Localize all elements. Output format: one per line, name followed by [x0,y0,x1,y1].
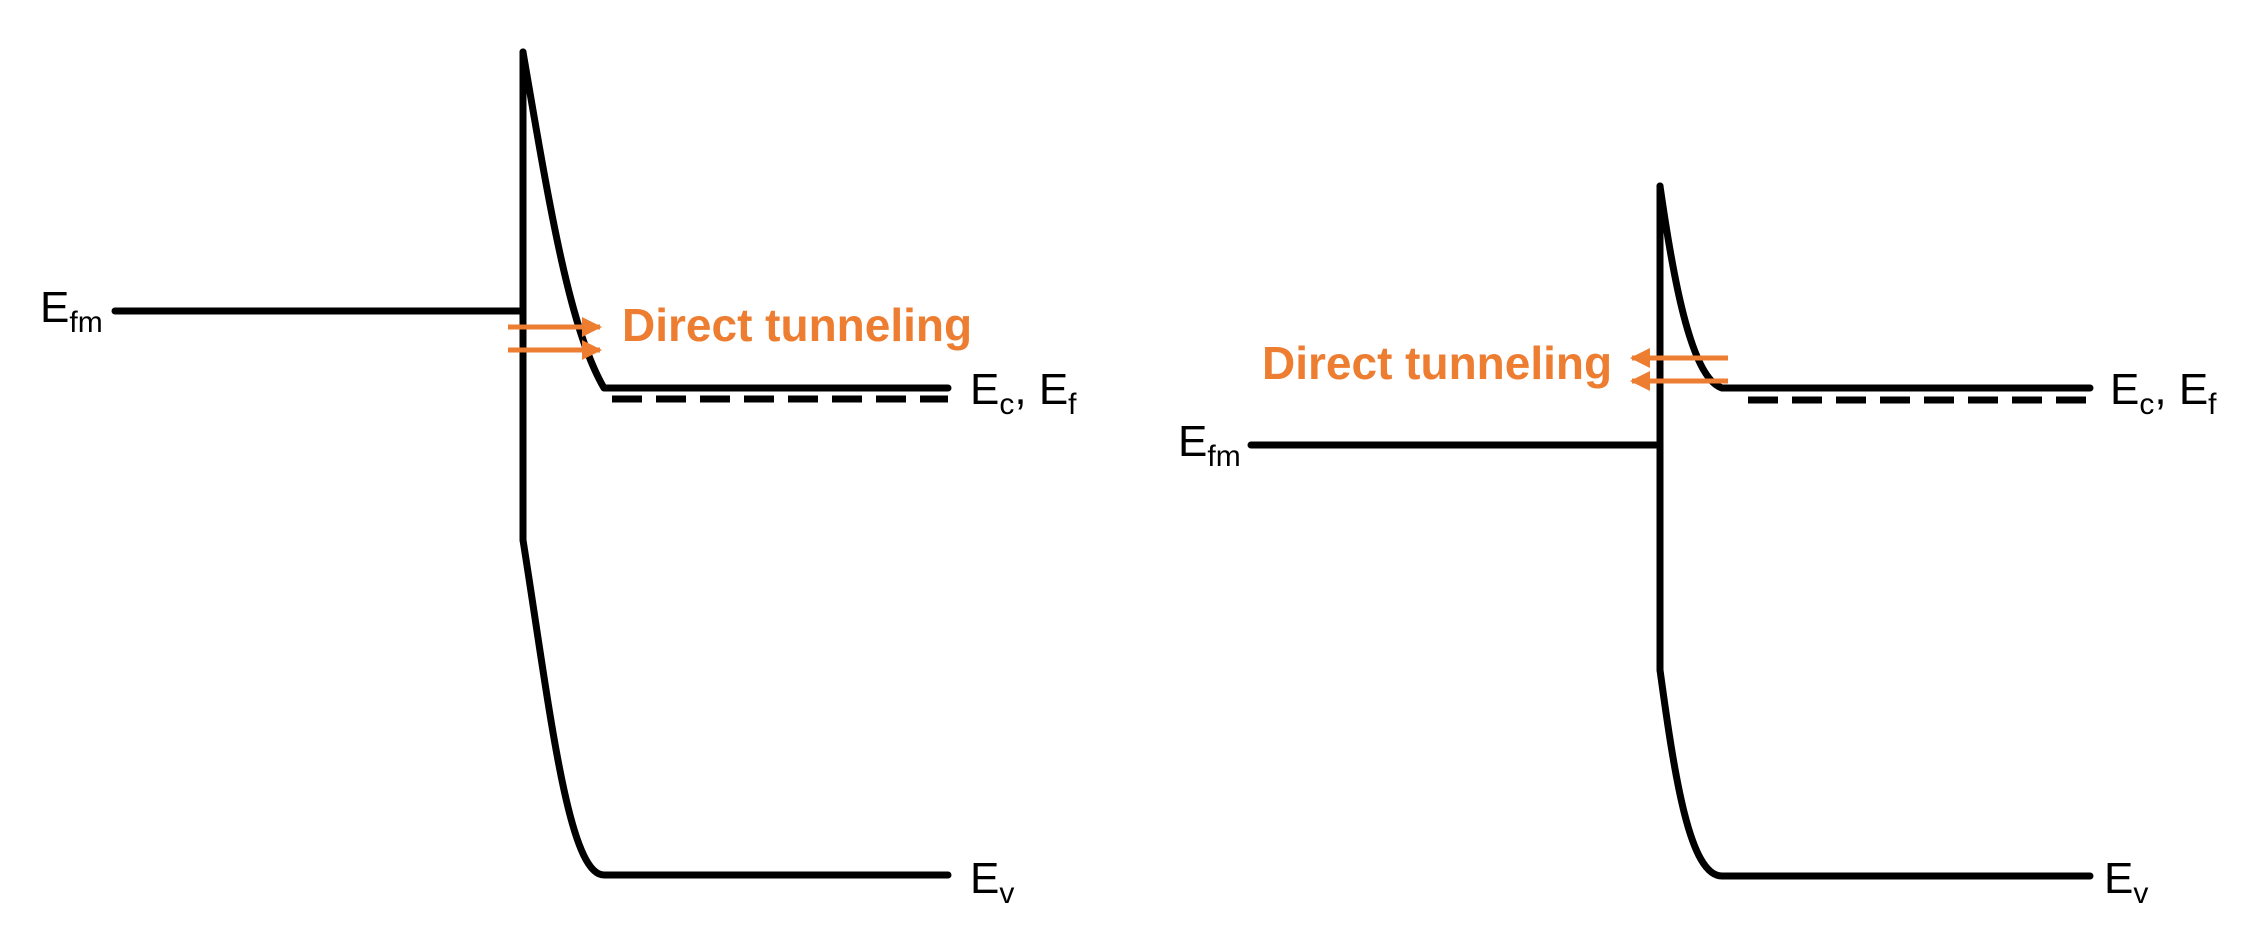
left-conduction-band [519,48,952,392]
left-valence-band [519,536,952,879]
left-ev-label: Ev [970,854,1014,910]
right-ec-ef-label: Ec, Ef [2110,365,2217,421]
left-panel: Direct tunneling Efm Ec, Ef Ev [40,48,1077,910]
left-ec-ef-label: Ec, Ef [970,365,1077,421]
right-conduction-band [1656,182,2094,392]
right-valence-band [1656,666,2094,880]
right-ev-label: Ev [2104,854,2148,910]
left-efm-label: Efm [40,283,103,339]
right-tunneling-label: Direct tunneling [1262,337,1612,389]
right-panel: Direct tunneling Efm Ec, Ef Ev [1178,182,2217,910]
left-tunneling-label: Direct tunneling [622,299,972,351]
right-efm-label: Efm [1178,417,1241,473]
